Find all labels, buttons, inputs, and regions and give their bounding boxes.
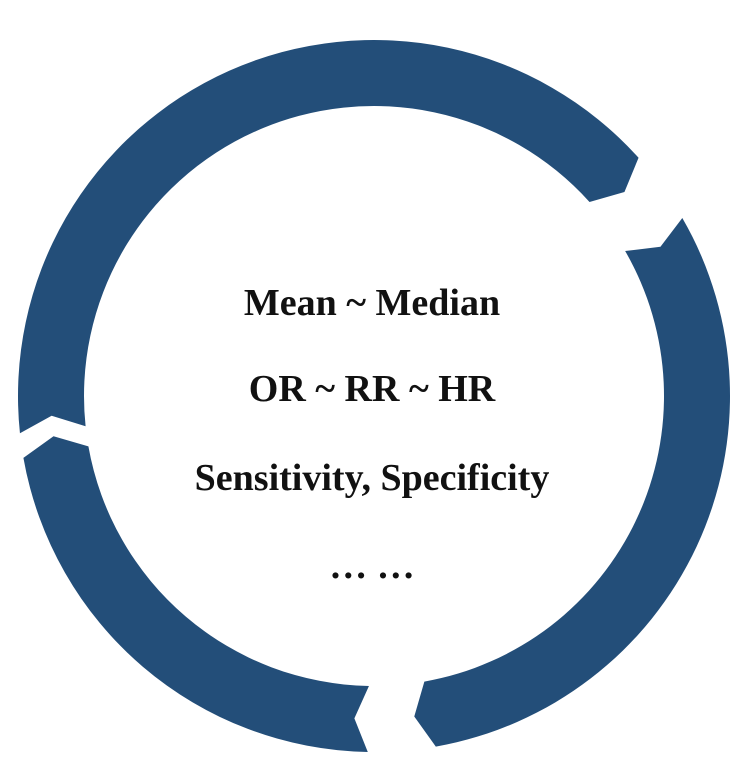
cycle-ring	[18, 40, 731, 752]
ring-segment-bottom-left	[23, 436, 369, 752]
center-line-1: Mean ~ Median	[244, 282, 500, 324]
ring-segment-top-left	[18, 40, 639, 434]
center-line-3: Sensitivity, Specificity	[195, 457, 550, 499]
center-line-2: OR ~ RR ~ HR	[249, 368, 496, 410]
center-line-4: … …	[329, 545, 415, 587]
ring-segment-right	[414, 218, 731, 747]
center-text-block: Mean ~ Median OR ~ RR ~ HR Sensitivity, …	[195, 282, 550, 587]
